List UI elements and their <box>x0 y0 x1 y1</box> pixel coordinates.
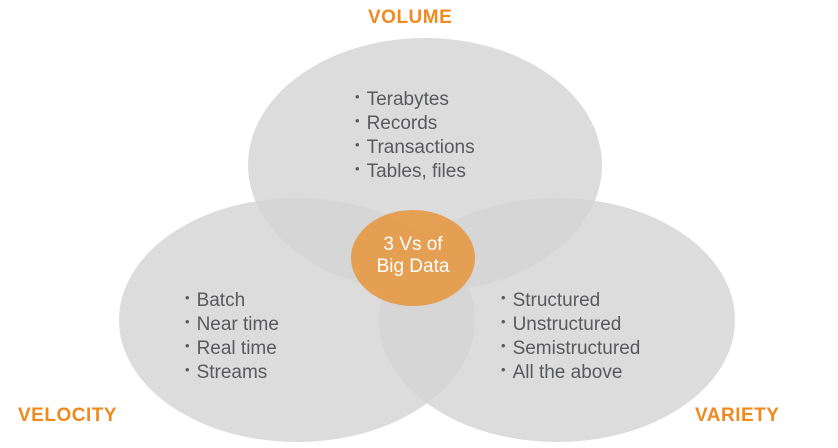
list-item: Unstructured <box>501 313 640 337</box>
list-item: Near time <box>185 313 279 337</box>
list-item: Batch <box>185 289 279 313</box>
list-item: Transactions <box>355 136 475 160</box>
volume-title: VOLUME <box>368 7 453 28</box>
velocity-list: Batch Near time Real time Streams <box>185 289 279 385</box>
list-item: Semistructured <box>501 337 641 361</box>
list-item: Tables, files <box>355 160 475 184</box>
volume-list: Terabytes Records Transactions Tables, f… <box>355 88 475 184</box>
velocity-title: VELOCITY <box>18 405 118 426</box>
list-item: Structured <box>501 289 640 313</box>
list-item: Streams <box>185 361 279 385</box>
center-label: 3 Vs of Big Data <box>352 234 474 278</box>
list-item: Real time <box>185 337 279 361</box>
center-circle <box>351 210 475 306</box>
center-label-line1: 3 Vs of <box>383 234 443 255</box>
variety-list: Structured Unstructured Semistructured A… <box>501 289 641 385</box>
center-label-line2: Big Data <box>376 256 450 277</box>
list-item: Terabytes <box>355 88 475 112</box>
variety-title: VARIETY <box>695 405 780 426</box>
list-item: All the above <box>501 361 640 385</box>
list-item: Records <box>355 112 475 136</box>
